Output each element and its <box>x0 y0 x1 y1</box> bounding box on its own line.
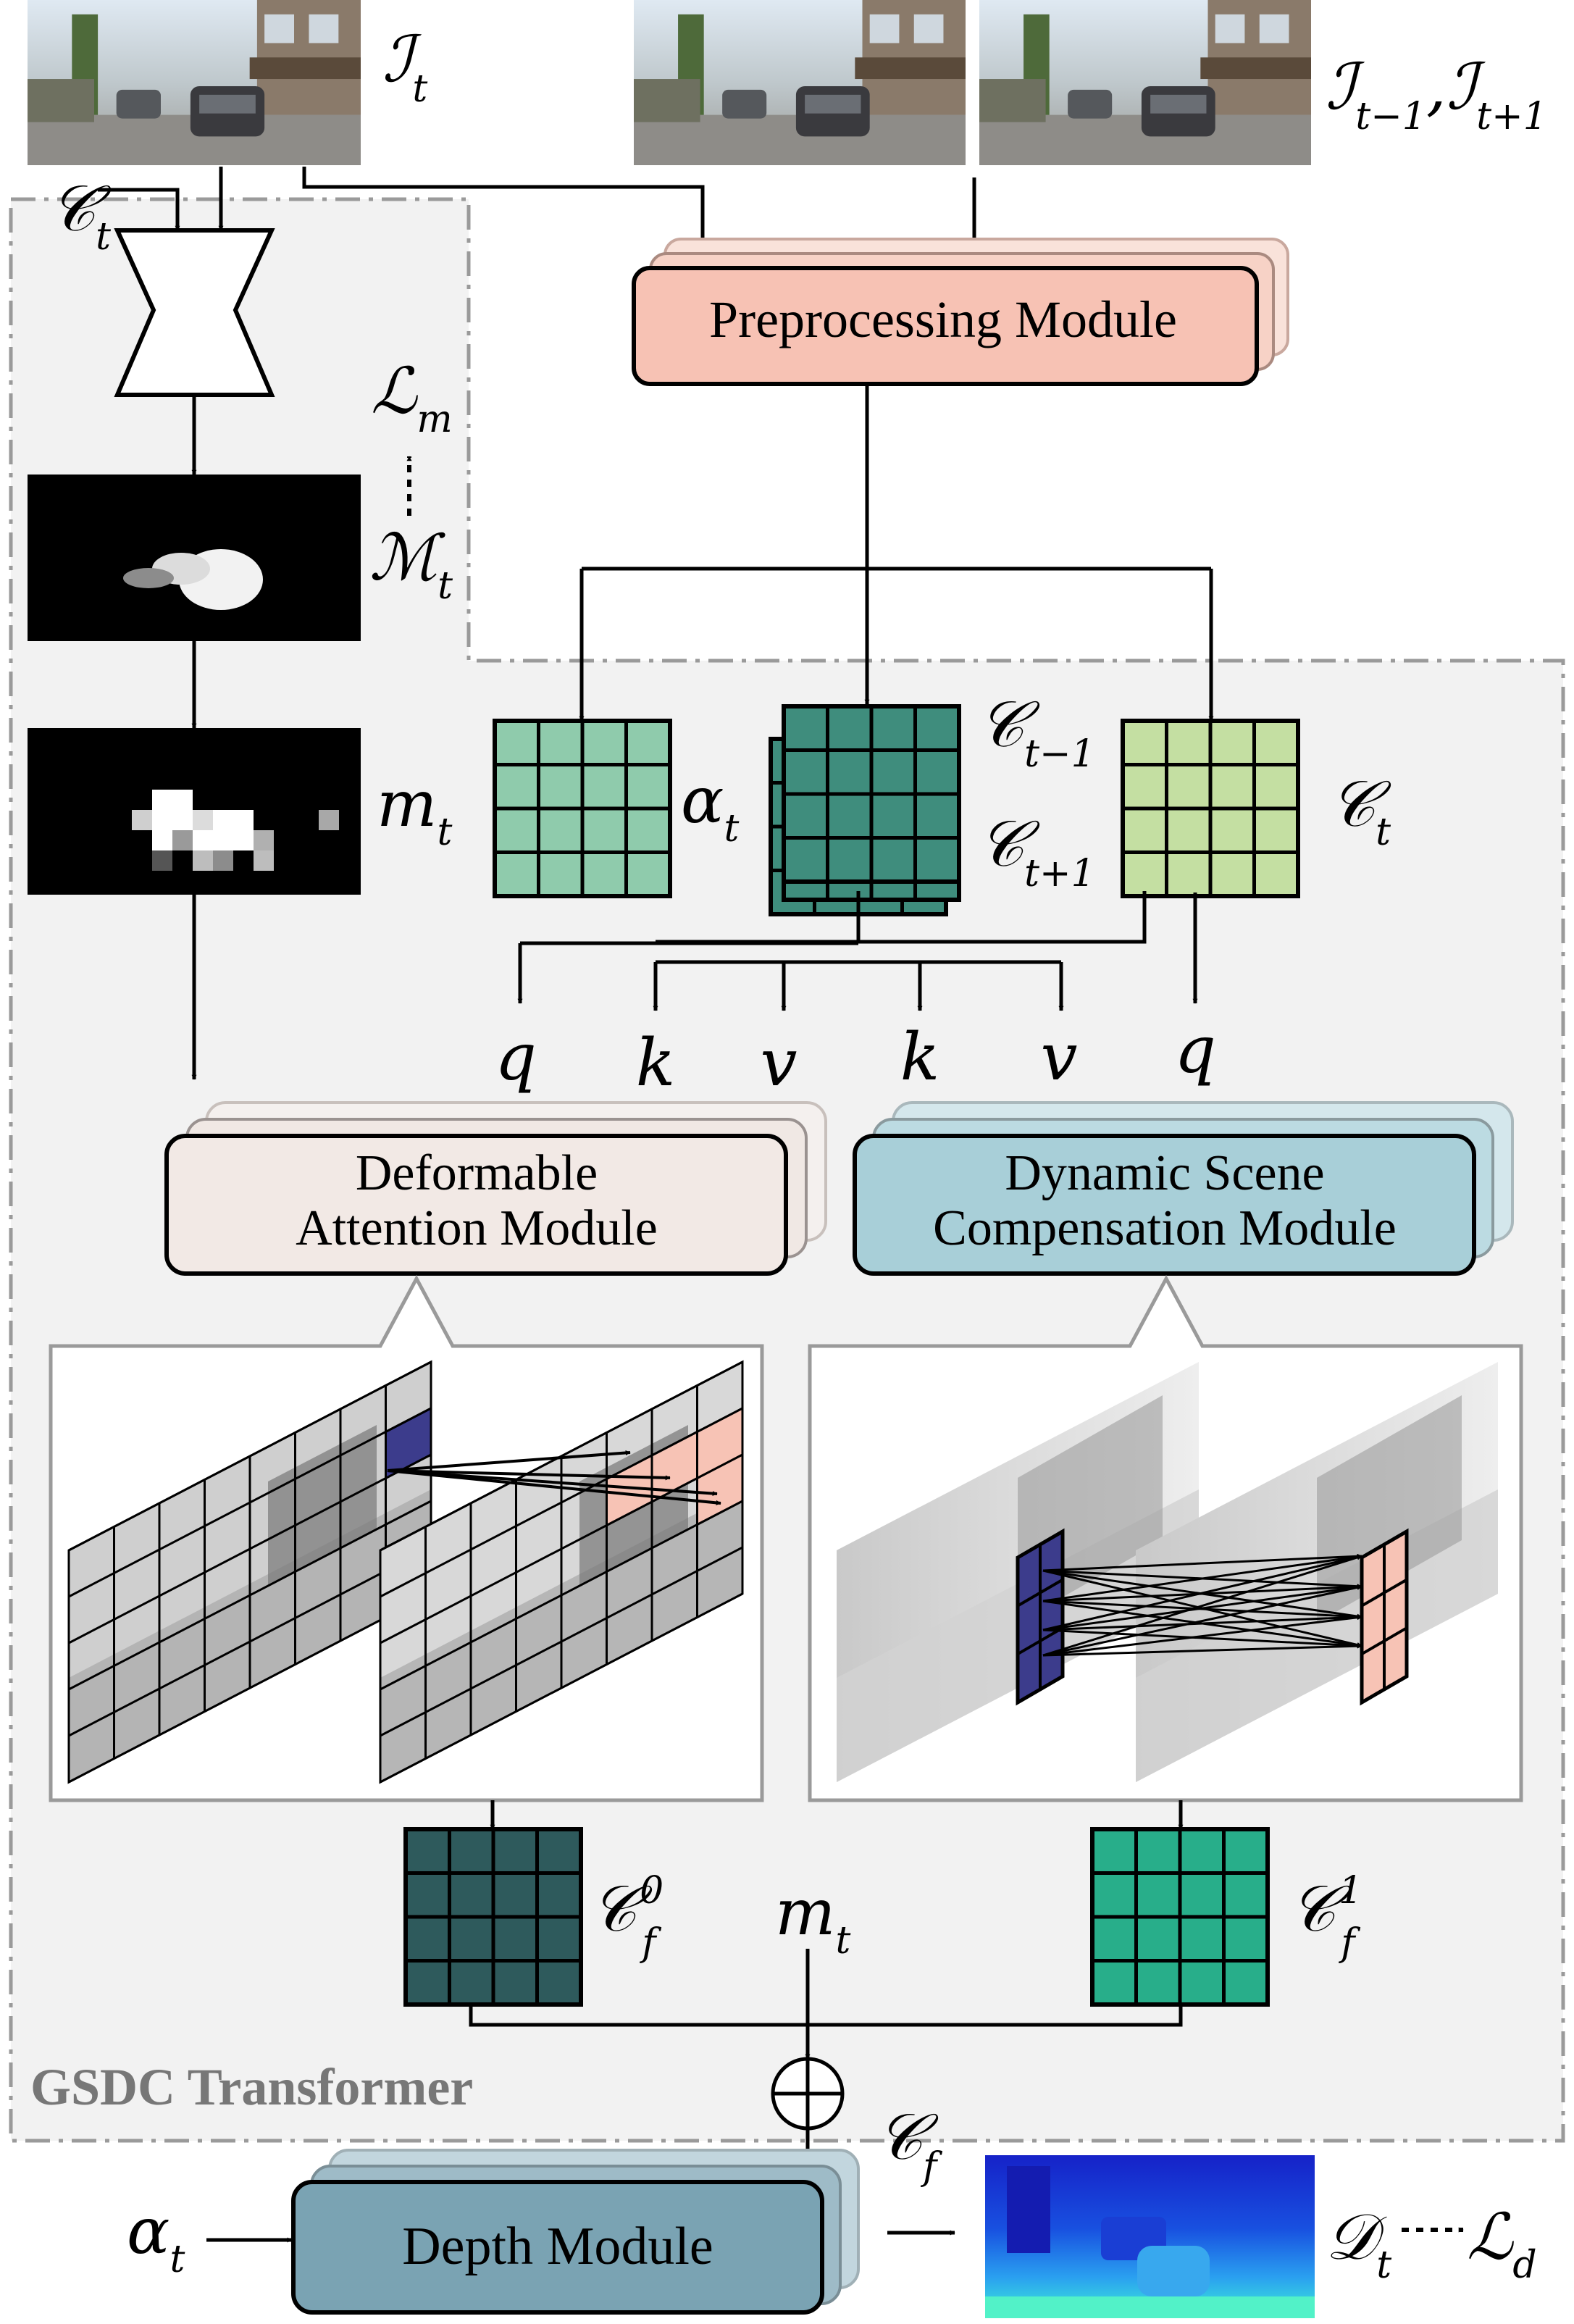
preprocessing-module-label: Preprocessing Module <box>709 290 1177 348</box>
dynamic-attention-arrow-5 <box>1042 1554 1362 1602</box>
dynamic-attention-arrow-1 <box>1042 1553 1362 1572</box>
q-label-2: q <box>1174 1012 1216 1088</box>
query-patch-cell <box>385 1406 432 1480</box>
preprocessing-output-arrows <box>579 384 1214 722</box>
source-frame-sheet <box>379 1360 744 1784</box>
label-I-t: ℐt <box>382 22 427 111</box>
reference-frame-sheet <box>67 1360 432 1784</box>
C-t-feature-grid <box>1121 719 1300 898</box>
deformable-module-label-1: Deformable <box>356 1145 598 1201</box>
dynamic-query-patch <box>1016 1528 1065 1706</box>
v-label-2: v <box>1041 1019 1078 1095</box>
q-label-1: q <box>495 1019 537 1095</box>
dynamic-attention-arrow-16 <box>1042 1643 1362 1657</box>
dynamic-compensation-illustration <box>837 1362 1498 1782</box>
label-L-d: ℒd <box>1467 2199 1537 2287</box>
dynamic-attention-arrow-10 <box>1042 1584 1362 1631</box>
dynamic-attention-arrow-15 <box>1042 1615 1362 1657</box>
label-alpha-bottom: αt <box>127 2194 185 2281</box>
label-alpha-t: αt <box>681 763 739 850</box>
dynamic-module-label-1: Dynamic Scene <box>1005 1145 1324 1201</box>
k-label-2: k <box>900 1019 940 1095</box>
depth-map-output <box>985 2155 1315 2318</box>
deformable-module-label-2: Attention Module <box>296 1200 658 1256</box>
sampled-key-cell-4 <box>696 1452 744 1526</box>
dynamic-scene-compensation-module: Dynamic Scene Compensation Module <box>853 1101 1514 1276</box>
deformable-attention-illustration <box>67 1360 744 1784</box>
soft-mask-image <box>28 475 361 641</box>
k-label-1: k <box>636 1025 676 1101</box>
deformable-attention-arrow-3 <box>387 1469 718 1497</box>
input-image-next <box>979 0 1311 165</box>
dynamic-attention-arrow-14 <box>1042 1584 1362 1657</box>
deformable-attention-arrow-4 <box>387 1469 721 1505</box>
arrow-I-t-to-preprocessing <box>302 167 706 269</box>
C-t-minus-plus-grids <box>769 704 961 916</box>
depth-module-label: Depth Module <box>402 2217 713 2276</box>
qkv-arrows <box>517 891 1198 1011</box>
dynamic-attention-arrow-11 <box>1042 1614 1362 1631</box>
label-D-t: 𝒟t <box>1326 2199 1391 2287</box>
dynamic-module-label-2: Compensation Module <box>933 1200 1397 1256</box>
C-f1-grid <box>1090 1827 1270 2007</box>
patch-mask-image <box>28 728 361 895</box>
C-f0-feature-grid <box>403 1827 583 2007</box>
label-M-t: ℳt <box>369 520 453 608</box>
alpha-t-grid <box>493 719 672 898</box>
v-label-1: v <box>761 1025 798 1101</box>
deformable-attention-module: Deformable Attention Module <box>164 1101 827 1276</box>
depth-module: Depth Module <box>291 2149 860 2315</box>
mask-network-hourglass <box>114 228 275 397</box>
deformable-attention-arrow-1 <box>387 1450 631 1472</box>
alpha-t-feature-grid <box>493 719 672 898</box>
C-f0-grid <box>403 1827 583 2007</box>
label-m-t-left: mt <box>377 766 452 854</box>
qkv-labels: q k v k v q <box>495 1012 1216 1101</box>
dynamic-key-patch <box>1360 1528 1409 1706</box>
deformable-attention-arrow-2 <box>387 1469 671 1481</box>
dynamic-attention-arrow-12 <box>1042 1629 1362 1649</box>
label-L-m: ℒm <box>371 354 453 441</box>
input-image-current <box>28 0 361 165</box>
arrows-to-encoder <box>98 167 224 231</box>
C-f1-feature-grid <box>1090 1827 1270 2007</box>
label-I-t-minus-plus: ℐt−1,ℐt+1 <box>1326 49 1547 138</box>
preprocessing-module: Preprocessing Module <box>632 238 1289 386</box>
label-m-t-center: mt <box>775 1875 850 1963</box>
dynamic-attention-arrow-9 <box>1042 1555 1362 1631</box>
C-t-minus-1-feature-grid <box>782 704 961 884</box>
dynamic-attention-arrow-13 <box>1042 1555 1362 1657</box>
fusion-add-operator <box>771 2057 845 2131</box>
label-C-t-top: 𝒞t <box>49 171 112 259</box>
C-t-grid <box>1121 719 1300 898</box>
input-image-previous <box>634 0 966 165</box>
gsdc-transformer-label: GSDC Transformer <box>30 2058 473 2116</box>
